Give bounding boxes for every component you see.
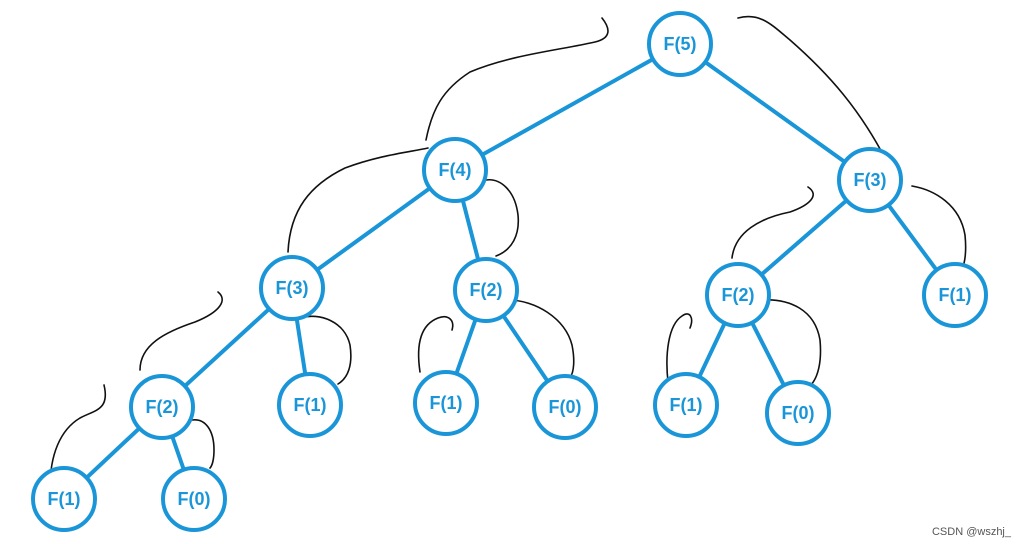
tree-node-circle [453, 257, 519, 323]
annotation-arrow-f3-right-top [731, 186, 814, 259]
annotation-arrow-f3-left-top [139, 291, 223, 371]
tree-node: F(0) [532, 374, 598, 440]
tree-node-label: F(2) [146, 397, 179, 417]
tree-node-circle [259, 255, 325, 321]
tree-node: F(1) [31, 466, 97, 532]
tree-node: F(2) [129, 374, 195, 440]
tree-node-circle [765, 380, 831, 446]
annotation-arrow-f2-left-right [191, 419, 215, 469]
tree-node: F(0) [161, 466, 227, 532]
tree-node-circle [422, 137, 488, 203]
annotation-arrow-f2-right-right [759, 299, 822, 387]
tree-node-circle [653, 372, 719, 438]
tree-node-circle [922, 262, 988, 328]
annotation-arrow-f3-left-right [299, 315, 352, 385]
tree-node-circle [705, 262, 771, 328]
watermark: CSDN @wszhj_ [931, 526, 1011, 538]
tree-edge [453, 42, 682, 172]
tree-node-label: F(1) [430, 393, 463, 413]
tree-node: F(1) [413, 370, 479, 436]
tree-node-circle [532, 374, 598, 440]
tree-node: F(5) [647, 11, 713, 77]
tree-node-label: F(1) [48, 489, 81, 509]
tree-node-label: F(2) [470, 280, 503, 300]
annotation-arrow-f3-right-right [911, 185, 967, 273]
tree-node: F(1) [653, 372, 719, 438]
annotation-arrow-f2-mid-right [507, 299, 575, 379]
annotation-arrow-f4-left [287, 147, 429, 253]
tree-node-circle [413, 370, 479, 436]
tree-edge [290, 168, 457, 290]
tree-node-circle [277, 372, 343, 438]
tree-node-label: F(2) [722, 285, 755, 305]
tree-node: F(4) [422, 137, 488, 203]
tree-node: F(2) [705, 262, 771, 328]
tree-node-label: F(5) [664, 34, 697, 54]
tree-node: F(0) [765, 380, 831, 446]
annotation-arrow-f2-left-top [49, 384, 107, 489]
tree-node-circle [129, 374, 195, 440]
annotation-arrow-root-right [737, 15, 887, 161]
tree-node: F(3) [259, 255, 325, 321]
tree-node-label: F(3) [854, 170, 887, 190]
tree-node-label: F(0) [178, 489, 211, 509]
tree-node-label: F(0) [549, 397, 582, 417]
tree-node: F(1) [922, 262, 988, 328]
tree-node-label: F(1) [670, 395, 703, 415]
tree-node-label: F(1) [939, 285, 972, 305]
tree-node-label: F(3) [276, 278, 309, 298]
tree-node-label: F(4) [439, 160, 472, 180]
annotation-arrow-f2-right-left [666, 313, 693, 383]
tree-node-circle [647, 11, 713, 77]
tree-node-circle [161, 466, 227, 532]
annotation-arrow-root-left [425, 17, 609, 141]
tree-nodes: F(5) F(4) F(3) F(3) F(2) F(2) F(1) F(2) F(1) F(1)… [31, 11, 988, 532]
tree-node: F(3) [837, 147, 903, 213]
tree-node-label: F(1) [294, 395, 327, 415]
tree-node: F(2) [453, 257, 519, 323]
annotation-arrow-f4-right [485, 179, 520, 257]
tree-node-circle [837, 147, 903, 213]
tree-node-label: F(0) [782, 403, 815, 423]
tree-node: F(1) [277, 372, 343, 438]
hand-drawn-annotations [49, 15, 967, 489]
tree-node-circle [31, 466, 97, 532]
tree-edge [678, 42, 872, 182]
annotation-arrow-f2-mid-left [417, 315, 454, 373]
